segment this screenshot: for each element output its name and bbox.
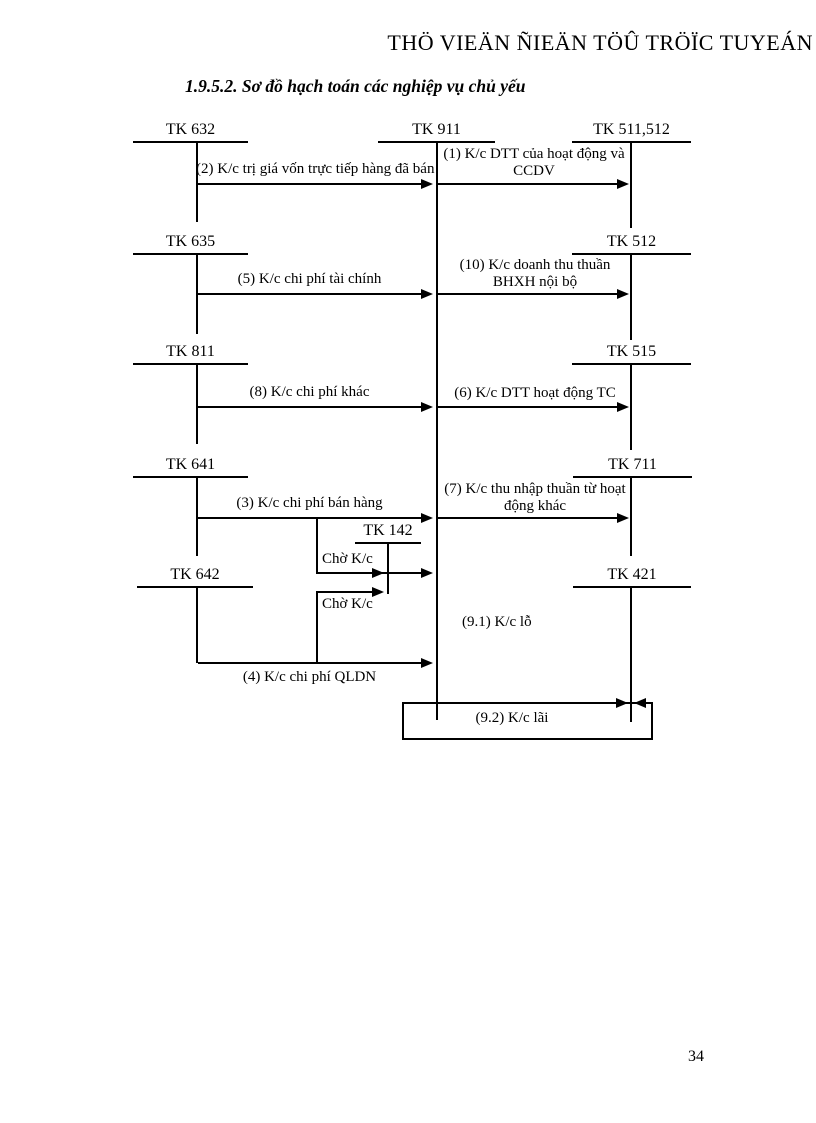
flow-label-10: (10) K/c doanh thu thuần BHXH nội bộ — [438, 257, 632, 291]
flow-label-4: (4) K/c chi phí QLDN — [242, 669, 377, 685]
deferral-branch-lower-line — [316, 593, 318, 663]
account-title-tk421: TK 421 — [607, 566, 657, 583]
account-title-tk515: TK 515 — [606, 343, 657, 360]
flow-3-arrow-line — [198, 517, 421, 519]
tk421-account-line — [630, 588, 632, 722]
flow-label-6: (6) K/c DTT hoạt động TC — [454, 385, 616, 401]
flow-label-10-line2: BHXH nội bộ — [492, 274, 578, 290]
account-title-tk711: TK 711 — [608, 456, 657, 473]
tk632-account-line — [196, 142, 198, 222]
flow-label-3: (3) K/c chi phí bán hàng — [236, 495, 383, 511]
deferral-branch-upper-line — [316, 519, 318, 573]
account-title-tk512: TK 512 — [606, 233, 657, 250]
flow-label-1-line1: (1) K/c DTT của hoạt động và — [443, 146, 625, 162]
tk811-header-line — [133, 363, 248, 365]
tk642-account-line — [196, 588, 198, 663]
flow-10-arrowhead-icon — [617, 289, 629, 299]
wait-transfer-label-2: Chờ K/c — [322, 596, 373, 612]
flow-9-2-arrowhead-left-icon — [634, 698, 646, 708]
flow-3-arrowhead-icon — [421, 513, 433, 523]
flow-label-1: (1) K/c DTT của hoạt động và CCDV — [436, 146, 632, 180]
flow-9-2-arrowhead-right-icon — [616, 698, 628, 708]
flow-8-arrowhead-icon — [421, 402, 433, 412]
flow-9-2-box — [402, 702, 653, 740]
flow-label-9-1: (9.1) K/c lỗ — [462, 614, 532, 630]
flow-2-arrowhead-icon — [421, 179, 433, 189]
tk811-account-line — [196, 364, 198, 444]
deferral-lower-arrowhead-tk142-icon — [372, 587, 384, 597]
deferral-upper-arrow-line — [316, 572, 421, 574]
wait-transfer-label-1: Chờ K/c — [322, 551, 373, 567]
flow-6-arrow-line — [438, 406, 617, 408]
account-title-tk142: TK 142 — [363, 522, 413, 539]
tk641-header-line — [133, 476, 248, 478]
page-number: 34 — [688, 1048, 704, 1065]
flow-label-8: (8) K/c chi phí khác — [249, 384, 370, 400]
tk635-header-line — [133, 253, 248, 255]
tk635-account-line — [196, 254, 198, 334]
account-title-tk635: TK 635 — [165, 233, 216, 250]
tk142-header-line — [355, 542, 421, 544]
deferral-upper-arrowhead-tk911-icon — [421, 568, 433, 578]
tk641-account-line — [196, 477, 198, 556]
deferral-lower-arrow-line — [316, 591, 372, 593]
flow-6-arrowhead-icon — [617, 402, 629, 412]
tk711-account-line — [630, 477, 632, 556]
tk515-account-line — [630, 364, 632, 450]
flow-1-arrowhead-icon — [617, 179, 629, 189]
flow-7-arrow-line — [438, 517, 617, 519]
flow-label-10-line1: (10) K/c doanh thu thuần — [459, 257, 611, 273]
deferral-upper-arrowhead-tk142-icon — [372, 568, 384, 578]
flow-4-arrow-line — [198, 662, 421, 664]
account-title-tk811: TK 811 — [166, 343, 215, 360]
flow-label-5: (5) K/c chi phí tài chính — [237, 271, 382, 287]
flow-1-arrow-line — [438, 183, 617, 185]
flow-label-7-line2: động khác — [503, 498, 567, 514]
flow-10-arrow-line — [438, 293, 617, 295]
tk632-header-line — [133, 141, 248, 143]
account-title-tk632: TK 632 — [165, 121, 216, 138]
account-title-tk642: TK 642 — [170, 566, 220, 583]
tk642-header-line — [137, 586, 253, 588]
flow-label-7-line1: (7) K/c thu nhập thuần từ hoạt — [444, 481, 626, 497]
flow-5-arrow-line — [198, 293, 421, 295]
tk512-account-line — [630, 254, 632, 340]
account-title-tk641: TK 641 — [165, 456, 216, 473]
flow-label-9-2: (9.2) K/c lãi — [475, 710, 549, 726]
flow-label-2: (2) K/c trị giá vốn trực tiếp hàng đã bá… — [196, 161, 435, 177]
flow-8-arrow-line — [198, 406, 421, 408]
tk421-header-line — [573, 586, 691, 588]
account-title-tk511-512: TK 511,512 — [593, 121, 670, 138]
flow-4-arrowhead-icon — [421, 658, 433, 668]
flow-7-arrowhead-icon — [617, 513, 629, 523]
tk711-header-line — [573, 476, 692, 478]
account-title-tk911: TK 911 — [412, 121, 461, 138]
flow-label-1-line2: CCDV — [513, 163, 555, 179]
tk142-account-line — [387, 544, 389, 594]
flow-5-arrowhead-icon — [421, 289, 433, 299]
flow-2-arrow-line — [198, 183, 421, 185]
tk911-account-line — [436, 142, 438, 720]
watermark-text: THÖ VIEÄN ÑIEÄN TÖÛ TRÖÏC TUYEÁN — [387, 30, 813, 55]
tk511-512-account-line — [630, 142, 632, 228]
flow-label-7: (7) K/c thu nhập thuần từ hoạt động khác — [436, 481, 634, 515]
section-title: 1.9.5.2. Sơ đồ hạch toán các nghiệp vụ c… — [185, 76, 526, 96]
